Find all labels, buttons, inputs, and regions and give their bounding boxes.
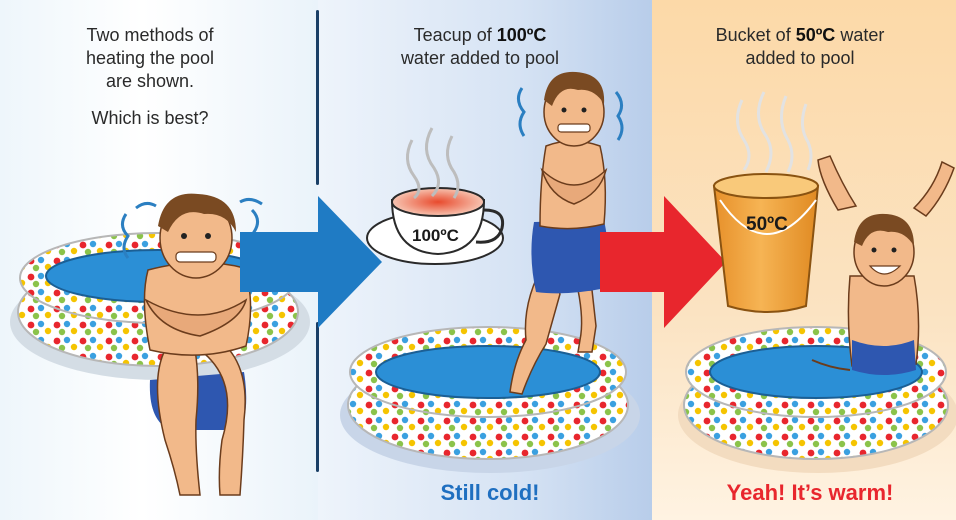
pool-middle: [340, 327, 640, 473]
warm-caption: Yeah! It’s warm!: [690, 480, 930, 506]
intro-line-1: Two methods of: [30, 24, 270, 47]
teacup-title-prefix: Teacup of: [414, 25, 497, 45]
teacup-title: Teacup of 100ºC water added to pool: [330, 24, 630, 70]
bucket: [714, 92, 818, 312]
red-arrow: [600, 196, 726, 328]
bucket-title-temp: 50ºC: [796, 25, 836, 45]
still-cold-caption: Still cold!: [390, 480, 590, 506]
bucket-title: Bucket of 50ºC water added to pool: [660, 24, 940, 70]
bucket-title-mid: water: [835, 25, 884, 45]
intro-line-3: are shown.: [30, 70, 270, 93]
bucket-title-prefix: Bucket of: [716, 25, 796, 45]
teacup-title-suffix: water added to pool: [330, 47, 630, 70]
teacup-title-temp: 100ºC: [497, 25, 547, 45]
bucket-temp-label: 50ºC: [746, 214, 788, 236]
teacup-temp-label: 100ºC: [412, 226, 459, 246]
intro-question: Which is best?: [30, 107, 270, 130]
intro-line-2: heating the pool: [30, 47, 270, 70]
intro-text: Two methods of heating the pool are show…: [30, 24, 270, 130]
bucket-title-suffix: added to pool: [660, 47, 940, 70]
